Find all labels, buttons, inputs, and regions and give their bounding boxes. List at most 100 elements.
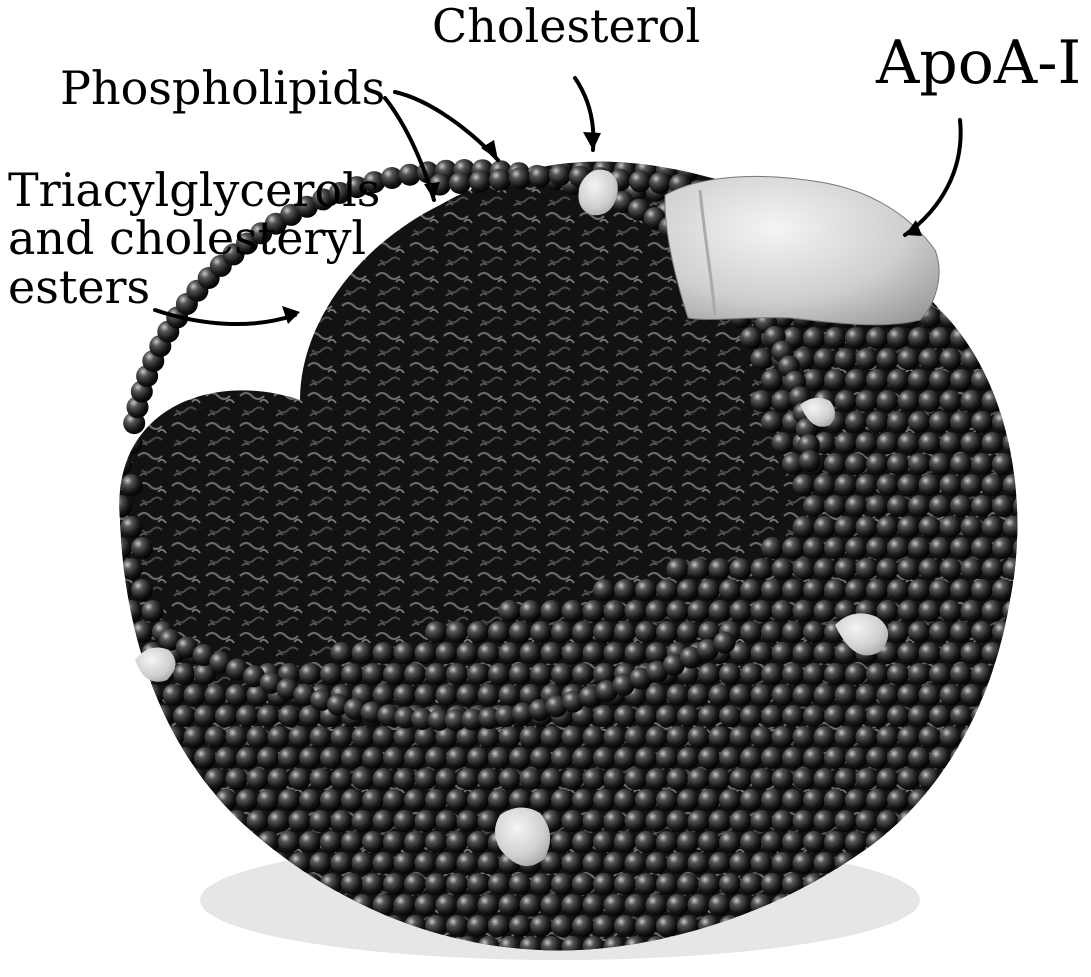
- phospholipid-head: [562, 768, 584, 790]
- phospholipid-head: [982, 474, 1004, 496]
- phospholipid-head: [520, 894, 542, 916]
- phospholipid-head: [940, 600, 962, 622]
- phospholipid-head: [698, 705, 720, 727]
- phospholipid-head: [614, 831, 636, 853]
- phospholipid-head: [593, 621, 615, 643]
- phospholipid-head: [572, 831, 594, 853]
- phospholipid-head: [982, 432, 1004, 454]
- phospholipid-head: [950, 495, 972, 517]
- phospholipid-head: [772, 684, 794, 706]
- phospholipid-head: [761, 621, 783, 643]
- phospholipid-head: [163, 894, 185, 916]
- phospholipid-head: [856, 726, 878, 748]
- phospholipid-head: [152, 915, 174, 937]
- phospholipid-head: [656, 831, 678, 853]
- phospholipid-head: [373, 768, 395, 790]
- phospholipid-head: [856, 684, 878, 706]
- phospholipid-head: [446, 915, 468, 937]
- phospholipid-head: [950, 705, 972, 727]
- phospholipid-head: [604, 768, 626, 790]
- phospholipid-head: [121, 726, 143, 748]
- phospholipid-head: [919, 516, 941, 538]
- phospholipid-head: [383, 663, 405, 685]
- phospholipid-head: [940, 306, 962, 328]
- phospholipid-head: [646, 768, 668, 790]
- phospholipid-head: [877, 936, 899, 958]
- phospholipid-head: [352, 642, 374, 664]
- phospholipid-head: [740, 705, 762, 727]
- phospholipid-head: [929, 159, 951, 181]
- phospholipid-head: [919, 852, 941, 874]
- phospholipid-head: [982, 180, 1004, 202]
- phospholipid-head: [205, 726, 227, 748]
- phospholipid-head: [226, 936, 248, 958]
- phospholipid-head: [971, 915, 993, 937]
- phospholipid-head: [551, 831, 573, 853]
- phospholipid-head: [992, 663, 1014, 685]
- phospholipid-head: [929, 537, 951, 559]
- phospholipid-head: [593, 705, 615, 727]
- phospholipid-head: [446, 831, 468, 853]
- phospholipid-head: [121, 600, 143, 622]
- phospholipid-head: [499, 600, 521, 622]
- phospholipid-head: [961, 180, 983, 202]
- phospholipid-head: [730, 852, 752, 874]
- phospholipid-head: [845, 411, 867, 433]
- phospholipid-head: [436, 852, 458, 874]
- phospholipid-head: [551, 915, 573, 937]
- phospholipid-head: [142, 852, 164, 874]
- phospholipid-head: [467, 663, 489, 685]
- phospholipid-head: [320, 831, 342, 853]
- phospholipid-head: [877, 558, 899, 580]
- phospholipid-head: [835, 348, 857, 370]
- phospholipid-head: [100, 726, 122, 748]
- phospholipid-head: [488, 873, 510, 895]
- phospholipid-head: [593, 579, 615, 601]
- phospholipid-head: [362, 747, 384, 769]
- phospholipid-head: [89, 579, 111, 601]
- phospholipid-head: [992, 243, 1014, 265]
- phospholipid-head: [656, 705, 678, 727]
- phospholipid-head: [845, 789, 867, 811]
- phospholipid-head: [971, 537, 993, 559]
- phospholipid-head: [583, 852, 605, 874]
- phospholipid-head: [478, 768, 500, 790]
- phospholipid-head: [919, 390, 941, 412]
- phospholipid-head: [89, 411, 111, 433]
- phospholipid-head: [761, 873, 783, 895]
- phospholipid-head: [1013, 495, 1035, 517]
- phospholipid-head: [383, 831, 405, 853]
- phospholipid-head: [131, 579, 153, 601]
- phospholipid-head: [929, 831, 951, 853]
- phospholipid-head: [131, 621, 153, 643]
- phospholipid-head: [856, 390, 878, 412]
- phospholipid-head: [173, 831, 195, 853]
- phospholipid-head: [814, 810, 836, 832]
- phospholipid-head: [121, 432, 143, 454]
- phospholipid-head: [698, 831, 720, 853]
- phospholipid-head: [572, 663, 594, 685]
- phospholipid-head: [131, 705, 153, 727]
- phospholipid-head: [887, 327, 909, 349]
- phospholipid-head: [992, 453, 1014, 475]
- phospholipid-head: [194, 705, 216, 727]
- phospholipid-head: [551, 789, 573, 811]
- phospholipid-head: [782, 579, 804, 601]
- phospholipid-head: [898, 726, 920, 748]
- phospholipid-head: [845, 159, 867, 181]
- phospholipid-head: [341, 747, 363, 769]
- phospholipid-head: [562, 726, 584, 748]
- phospholipid-head: [677, 831, 699, 853]
- phospholipid-head: [635, 621, 657, 643]
- phospholipid-head: [772, 768, 794, 790]
- phospholipid-head: [572, 873, 594, 895]
- phospholipid-head: [866, 831, 888, 853]
- phospholipid-head: [971, 159, 993, 181]
- phospholipid-head: [436, 642, 458, 664]
- phospholipid-head: [877, 726, 899, 748]
- phospholipid-head: [782, 705, 804, 727]
- phospholipid-head: [331, 810, 353, 832]
- phospholipid-head: [929, 789, 951, 811]
- phospholipid-head: [982, 516, 1004, 538]
- phospholipid-head: [929, 579, 951, 601]
